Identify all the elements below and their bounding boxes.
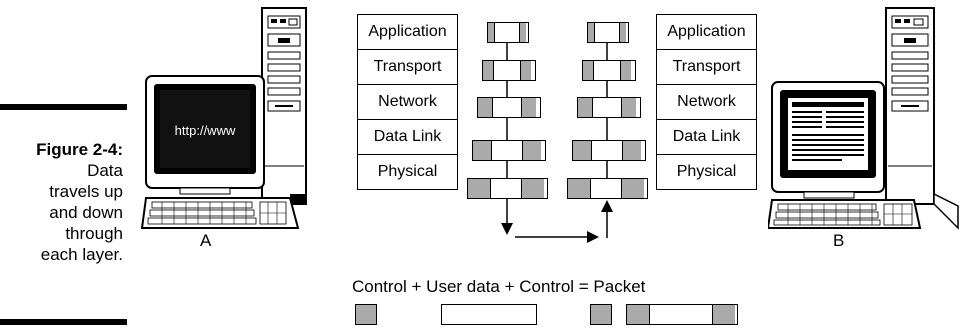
layer-network: Network xyxy=(656,84,757,120)
packet-data-link-up xyxy=(572,140,646,161)
packet-application-up xyxy=(587,22,629,43)
caption-line: travels up xyxy=(49,182,123,201)
packet-physical-up xyxy=(567,178,648,199)
figure-label: Figure 2-4: xyxy=(36,140,123,159)
layer-stack-left: Application Transport Network Data Link … xyxy=(357,14,458,190)
layer-application: Application xyxy=(656,14,757,50)
packet-network-up xyxy=(577,97,641,118)
computer-a-label: A xyxy=(200,231,212,250)
packet-physical-down xyxy=(467,178,548,199)
caption-line: each layer. xyxy=(40,245,123,264)
caption-bottom-rule xyxy=(0,319,127,325)
layer-stack-right: Application Transport Network Data Link … xyxy=(656,14,757,190)
legend-control-box xyxy=(590,304,612,325)
packet-network-down xyxy=(477,97,541,118)
layer-data-link: Data Link xyxy=(656,119,757,155)
caption-line: through xyxy=(65,224,123,243)
packet-application-down xyxy=(487,22,529,43)
figure-caption: Figure 2-4: Data travels up and down thr… xyxy=(0,139,123,265)
caption-top-rule xyxy=(0,104,127,110)
legend-user-data-box xyxy=(441,304,537,325)
computer-a-icon: http://www xyxy=(140,7,307,229)
caption-line: and down xyxy=(49,203,123,222)
computer-b-icon xyxy=(768,7,959,230)
screen-url-text: http://www xyxy=(175,123,236,138)
layer-transport: Transport xyxy=(656,49,757,85)
caption-line: Data xyxy=(87,161,123,180)
packet-formula: Control + User data + Control = Packet xyxy=(352,277,646,296)
packet-data-link-down xyxy=(472,140,546,161)
layer-physical: Physical xyxy=(656,154,757,190)
computer-b-label: B xyxy=(833,231,845,250)
packet-transport-down xyxy=(482,60,536,81)
layer-physical: Physical xyxy=(357,154,458,190)
packet-transport-up xyxy=(582,60,636,81)
legend-packet xyxy=(626,304,738,325)
legend-control-box xyxy=(355,304,377,325)
